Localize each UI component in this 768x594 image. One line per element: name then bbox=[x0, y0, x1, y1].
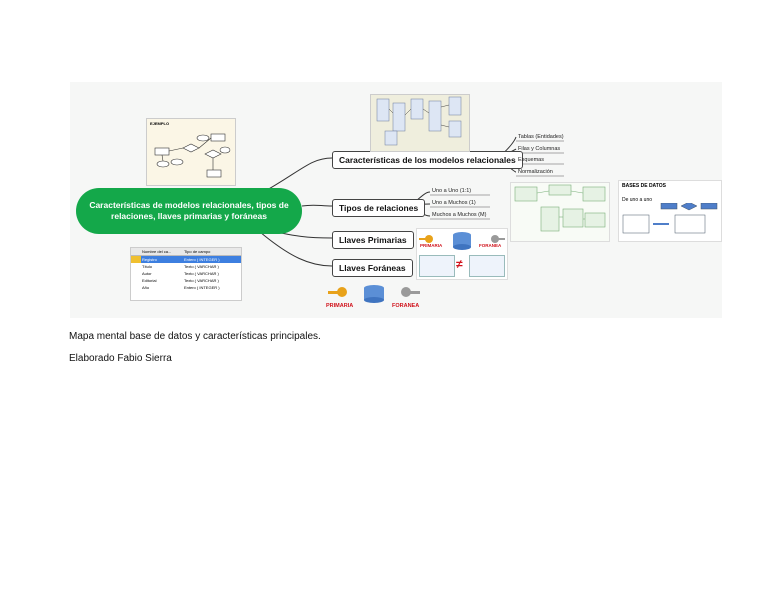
table-sketch-left bbox=[419, 255, 455, 277]
relationship-sketch bbox=[514, 184, 606, 232]
branch-caracteristicas: Características de los modelos relaciona… bbox=[332, 151, 523, 169]
field-header-type: Tipo de campo bbox=[184, 249, 211, 254]
er-title: EJEMPLO bbox=[150, 121, 170, 126]
primary-key-label: PRIMARIA bbox=[420, 243, 443, 248]
schema-sketch bbox=[376, 96, 462, 146]
foreign-key-icon bbox=[491, 235, 505, 243]
db-thumb-title: BASES DE DATOS bbox=[622, 183, 666, 189]
leaf-filas-columnas: Filas y Columnas bbox=[518, 146, 561, 152]
figure-author: Elaborado Fabio Sierra bbox=[69, 353, 172, 364]
leaf-tablas: Tablas (Entidades) bbox=[518, 134, 564, 140]
leaf-muchos-a-muchos: Muchos a Muchos (M) bbox=[432, 212, 487, 218]
db-relations-thumbnail: BASES DE DATOS De uno a uno bbox=[618, 180, 722, 242]
figure-caption: Mapa mental base de datos y característi… bbox=[69, 331, 321, 342]
db-thumb-sketch bbox=[622, 203, 718, 234]
branch-tipos-relaciones: Tipos de relaciones bbox=[332, 199, 426, 217]
relationship-thumbnail bbox=[510, 182, 610, 242]
foreign-key-label-bottom: FORANEA bbox=[392, 303, 420, 309]
table-row: Título Texto ( VARCHAR ) bbox=[142, 264, 219, 269]
mind-map: Características de modelos relacionales,… bbox=[70, 82, 722, 318]
foreign-key-icon bbox=[401, 287, 420, 297]
keys-thumbnail: PRIMARIA FORANEA ≠ bbox=[416, 228, 508, 280]
leaf-esquemas: Esquemas bbox=[518, 157, 544, 163]
er-sketch bbox=[154, 133, 231, 178]
db-thumb-subtitle: De uno a uno bbox=[622, 197, 653, 203]
keys-icons bbox=[419, 232, 505, 250]
primary-key-icon bbox=[328, 287, 347, 297]
field-table-thumbnail: Nombre del ca... Tipo de campo Registro … bbox=[130, 247, 242, 301]
foreign-key-label: FORANEA bbox=[479, 243, 502, 248]
not-equal-icon: ≠ bbox=[456, 257, 463, 271]
leaf-normalizacion: Normalización bbox=[518, 169, 553, 175]
primary-key-icon bbox=[419, 235, 433, 243]
branch-llaves-primarias: Llaves Primarias bbox=[332, 231, 414, 249]
leaf-uno-a-muchos: Uno a Muchos (1) bbox=[432, 200, 476, 206]
table-row: Editorial Texto ( VARCHAR ) bbox=[142, 278, 219, 283]
table-row: Año Entero ( INTEGER ) bbox=[142, 285, 220, 290]
table-row: Autor Texto ( VARCHAR ) bbox=[142, 271, 219, 276]
schema-thumbnail bbox=[370, 94, 470, 152]
leaf-uno-a-uno: Uno a Uno (1:1) bbox=[432, 188, 472, 194]
er-diagram-thumbnail: EJEMPLO bbox=[146, 118, 236, 186]
field-header-name: Nombre del ca... bbox=[142, 249, 172, 254]
central-topic: Características de modelos relacionales,… bbox=[76, 188, 302, 234]
table-row: Registro Entero ( INTEGER ) bbox=[131, 256, 241, 263]
table-sketch-right bbox=[469, 255, 505, 277]
branch-llaves-foraneas: Llaves Foráneas bbox=[332, 259, 413, 277]
database-icon bbox=[364, 285, 384, 303]
keys-image-bottom: PRIMARIA FORANEA bbox=[324, 282, 424, 314]
database-icon bbox=[453, 232, 471, 250]
primary-key-label-bottom: PRIMARIA bbox=[326, 303, 354, 309]
keys-icons-bottom bbox=[328, 285, 420, 303]
